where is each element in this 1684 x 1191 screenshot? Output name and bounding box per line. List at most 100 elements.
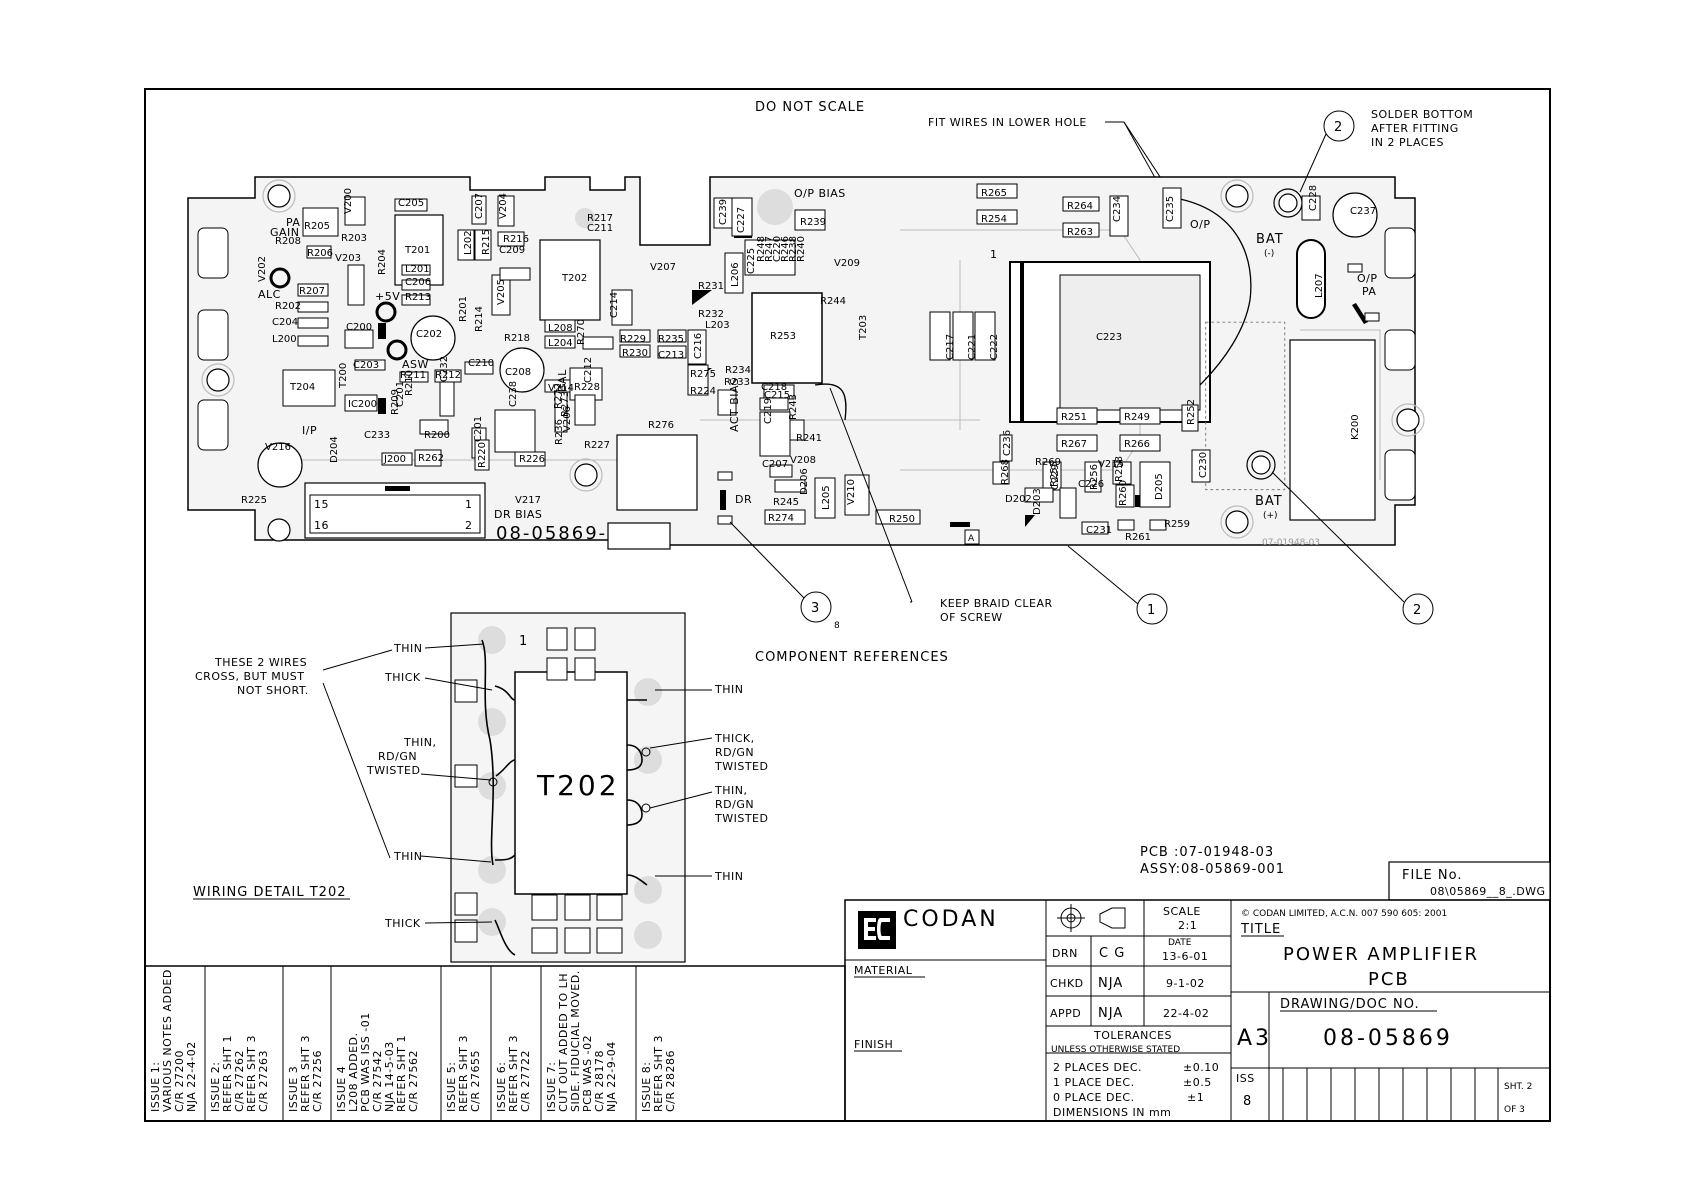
component-ref-ic200: IC200 [348,399,377,410]
component-ref-c215: C215 [764,390,790,401]
component-ref-r275: R275 [690,369,716,380]
issue-4-line-4: C/R 27542 [371,1050,384,1112]
issue-4-line-3: PCB WAS ISS -01 [359,1012,372,1112]
tol-1-label: 1 PLACE DEC. [1053,1076,1135,1089]
component-ref-c201: C201 [473,416,484,442]
component-ref-r248: R248 [756,236,767,262]
component-ref-c230: C230 [1198,452,1209,478]
tol-0-value: ±1 [1187,1091,1204,1104]
component-ref-r204: R204 [377,249,388,275]
component-ref-l204: L204 [548,338,573,349]
component-ref-r264: R264 [1067,201,1093,212]
copyright: © CODAN LIMITED, A.C.N. 007 590 605: 200… [1241,909,1447,919]
component-ref-r240: R240 [796,236,807,262]
component-ref-r233: R233 [724,377,750,388]
bal-label: BAL [556,369,569,392]
component-references-title: COMPONENT REFERENCES [755,650,949,665]
do-not-scale-note: DO NOT SCALE [755,100,865,115]
component-ref-r201: R201 [458,296,469,322]
iss-value: 8 [1243,1094,1252,1109]
component-ref-v204: V204 [498,193,509,219]
component-ref-v202: V202 [257,256,268,282]
appd-label: APPD [1050,1007,1081,1020]
component-ref-r252: R252 [1186,399,1197,425]
solder-note-line1: SOLDER BOTTOM [1371,108,1473,121]
asw-label: ASW [402,358,429,371]
issue-7-line-5: C/R 28178 [593,1050,606,1112]
component-ref-r211: R211 [400,370,426,381]
component-ref-v209: V209 [834,258,860,269]
wire-left-twisted: TWISTED [366,764,420,777]
component-ref-c207: C207 [762,459,788,470]
component-ref-c209: C209 [499,245,525,256]
cross-note-2: CROSS, BUT MUST [195,670,305,683]
component-ref-r230: R230 [622,348,648,359]
issue-3-line-2: REFER SHT 3 [299,1035,312,1112]
drn-label: DRN [1052,947,1078,960]
component-ref-r265: R265 [981,188,1007,199]
t202-label: T202 [536,769,620,802]
component-ref-c220: C220 [772,236,783,262]
scale-value: 2:1 [1178,919,1197,932]
component-ref-r253: R253 [770,331,796,342]
component-ref-r261: R261 [1125,532,1151,543]
wire-right-thin-rdgn: THIN, [714,784,747,797]
component-ref-c225: C225 [746,248,757,274]
component-ref-r214: R214 [474,306,485,332]
component-ref-r259: R259 [1164,519,1190,530]
issue-7-line-3: SIDE. FIDUCIAL MOVED. [569,970,582,1112]
component-ref-d202: D202 [1005,494,1032,505]
component-ref-r263: R263 [1067,227,1093,238]
callouts [729,110,1434,625]
component-ref-r262: R262 [418,453,444,464]
component-ref-t201: T201 [404,245,430,256]
sheet-number: SHT. 2 [1504,1082,1532,1092]
component-ref-c233: C233 [364,430,390,441]
component-ref-d205: D205 [1154,473,1165,500]
wire-left-thin-top: THIN [393,642,422,655]
wire-right-thin-top: THIN [714,683,743,696]
title-line2: PCB [1368,969,1410,990]
component-ref-c216: C216 [693,333,704,359]
op-bias-label: O/P BIAS [794,187,846,200]
pcb-number: PCB :07-01948-03 [1140,845,1274,860]
component-ref-r245: R245 [773,497,799,508]
component-ref-c218: C218 [761,382,787,393]
assy-number: ASSY:08-05869-001 [1140,862,1285,877]
finish-label: FINISH [854,1038,893,1051]
component-ref-r258: R258 [1114,456,1125,482]
appd-date: 22-4-02 [1163,1007,1209,1020]
component-ref-v207: V207 [650,262,676,273]
wire-right-rdgn-2: RD/GN [715,798,754,811]
component-ref-r224: R224 [690,386,716,397]
issue-7-line-2: CUT OUT ADDED TO LH [557,973,570,1112]
component-ref-r274: R274 [768,513,794,524]
issue-4-line-6: REFER SHT 1 [395,1035,408,1112]
component-ref-c221: C221 [967,334,978,360]
component-ref-c207: C207 [474,193,485,219]
act-bias-label: ACT BIAS [728,377,741,432]
component-ref-c226: C226 [1078,479,1104,490]
sheet-size: A3 [1237,1026,1272,1051]
component-ref-r208: R208 [275,236,301,247]
component-ref-t202: T202 [561,273,587,284]
component-ref-c200: C200 [346,322,372,333]
callout-2-bottom: 2 [1413,603,1422,618]
cross-note-1: THESE 2 WIRES [214,656,307,669]
wire-right-thin-bottom: THIN [714,870,743,883]
component-ref-r270: R270 [576,319,587,345]
issue-5-line-2: REFER SHT 3 [457,1035,470,1112]
component-ref-r213: R213 [405,292,431,303]
component-ref-r244: R244 [820,296,846,307]
issue-4-line-1: ISSUE 4 [335,1066,348,1112]
pcb-part-number: 08-05869- [496,523,607,544]
cross-note-3: NOT SHORT. [237,684,309,697]
component-ref-r202: R202 [275,301,301,312]
component-ref-d206: D206 [799,468,810,495]
component-ref-l201: L201 [405,264,430,275]
